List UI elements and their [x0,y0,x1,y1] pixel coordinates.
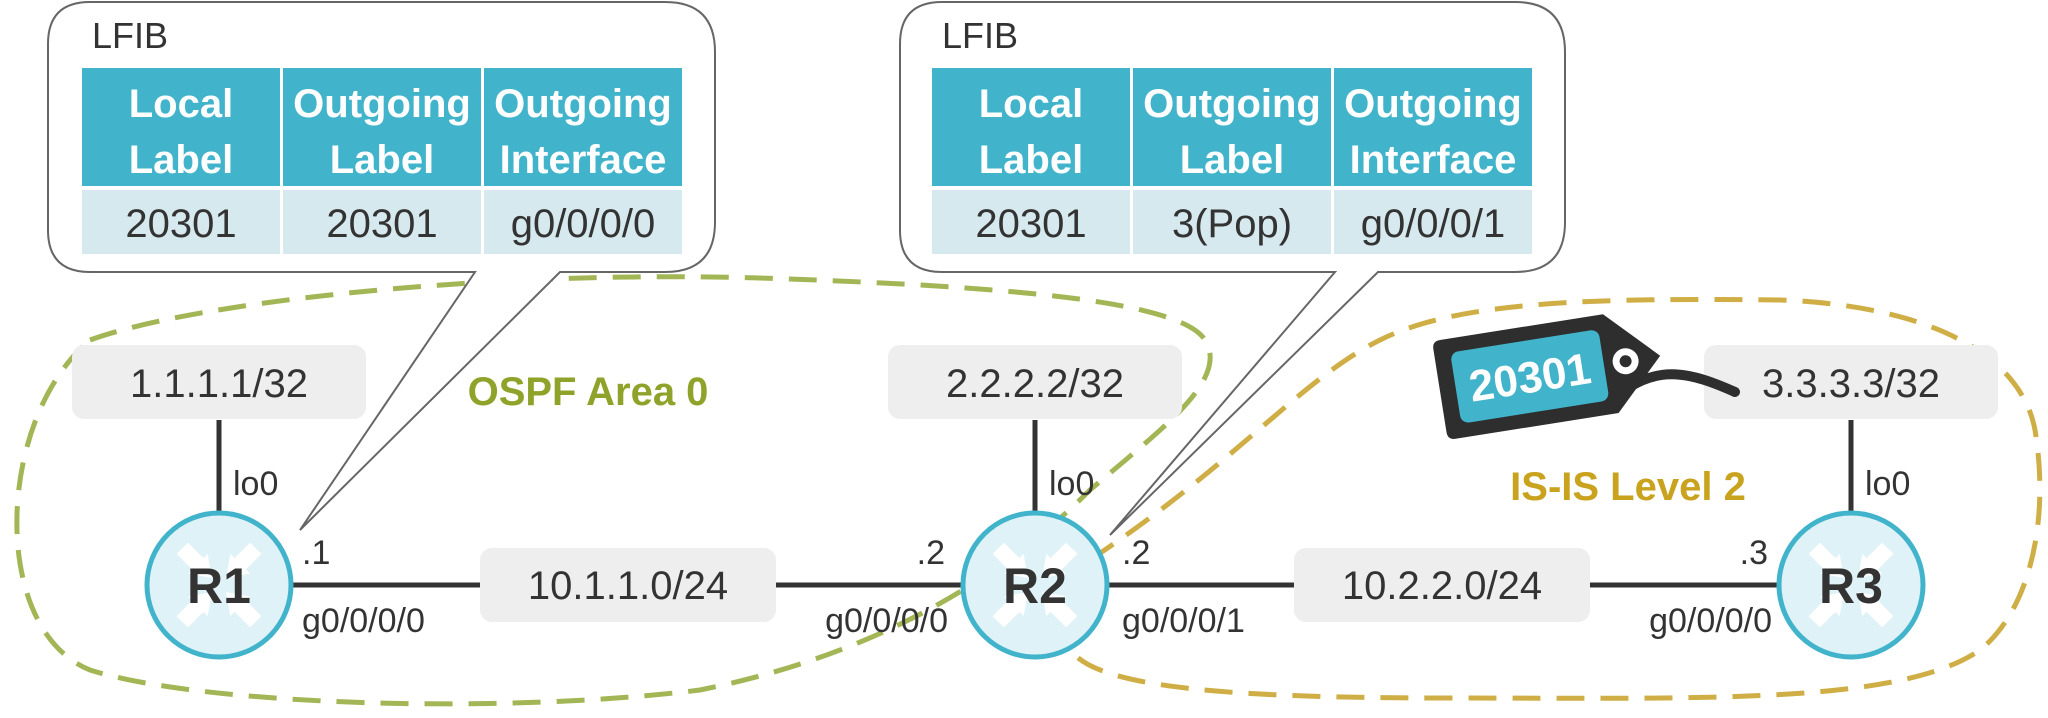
lfib-data-cell [1133,190,1331,254]
subnet-box-r1-r2 [480,548,776,622]
lfib-header: Local [979,82,1083,126]
lfib-header: Label [330,138,434,182]
interface-r2-right: g0/0/0/1 [1122,602,1245,640]
addr-r2-right: .2 [1122,534,1150,572]
addr-r2-left: .2 [917,534,945,572]
interface-r3: g0/0/0/0 [1649,602,1772,640]
lfib-title-r1: LFIB [92,15,168,56]
lfib-header: Local [129,82,233,126]
isis-area-label: IS-IS Level 2 [1510,465,1746,509]
lfib-data-cell [484,190,682,254]
loopback-prefix-r1: 1.1.1.1/32 [130,362,308,406]
lfib-cell-outgoing-interface: g0/0/0/1 [1361,202,1506,246]
loopback-prefix-r3: 3.3.3.3/32 [1762,362,1940,406]
subnet-r2-r3: 10.2.2.0/24 [1342,564,1542,608]
addr-r1: .1 [302,534,330,572]
addr-r3: .3 [1740,534,1768,572]
isis-area-outline [1051,296,2043,701]
lfib-title-r2: LFIB [942,15,1018,56]
interface-r1: g0/0/0/0 [302,602,425,640]
loopback-box-r1 [72,345,366,419]
router-name-r1: R1 [187,558,251,614]
label-tag: 20301 [1433,314,1740,439]
router-name-r2: R2 [1003,558,1067,614]
lfib-data-cell [283,190,481,254]
lfib-header: Label [1180,138,1284,182]
lfib-header-cell [484,68,682,186]
tag-hole-inner [1619,355,1632,368]
loopback-if-r1: lo0 [233,465,278,503]
lfib-header: Outgoing [1143,82,1321,126]
router-r3[interactable]: R3 [1776,510,1926,660]
loopback-box-r2 [888,345,1182,419]
lfib-cell-outgoing-interface: g0/0/0/0 [511,202,656,246]
lfib-data-cell [932,190,1130,254]
lfib-cell-local-label: 20301 [975,202,1086,246]
loopback-box-r3 [1704,345,1998,419]
lfib-header: Outgoing [293,82,471,126]
lfib-callout-r1: LFIB Local Label Outgoing Label Outgoing… [47,1,716,531]
router-r2[interactable]: R2 [960,510,1110,660]
loopback-if-r2: lo0 [1049,465,1094,503]
lfib-data-cell [82,190,280,254]
router-r1[interactable]: R1 [144,510,294,660]
lfib-callout-r2: LFIB Local Label Outgoing Label Outgoing… [899,1,1566,536]
lfib-header: Label [129,138,233,182]
lfib-header: Label [979,138,1083,182]
loopback-prefix-r2: 2.2.2.2/32 [946,362,1124,406]
ospf-area-outline [14,274,1213,707]
tag-label-bg [1451,330,1609,423]
ospf-area-label: OSPF Area 0 [468,370,709,414]
router-name-r3: R3 [1819,558,1883,614]
lfib-header-cell [1334,68,1532,186]
lfib-cell-outgoing-label: 20301 [326,202,437,246]
lfib-cell-local-label: 20301 [125,202,236,246]
subnet-box-r2-r3 [1294,548,1590,622]
lfib-header: Interface [1350,138,1517,182]
lfib-table-r1: Local Label Outgoing Label Outgoing Inte… [82,68,682,254]
lfib-cell-outgoing-label: 3(Pop) [1172,202,1292,246]
lfib-header-cell [1133,68,1331,186]
lfib-header-cell [932,68,1130,186]
subnet-r1-r2: 10.1.1.0/24 [528,564,728,608]
lfib-header-cell [283,68,481,186]
lfib-data-cell [1334,190,1532,254]
lfib-header: Interface [500,138,667,182]
lfib-header: Outgoing [1344,82,1522,126]
loopback-if-r3: lo0 [1865,465,1910,503]
interface-r2-left: g0/0/0/0 [825,602,948,640]
lfib-header-cell [82,68,280,186]
lfib-header: Outgoing [494,82,672,126]
lfib-table-r2: Local Label Outgoing Label Outgoing Inte… [932,68,1532,254]
